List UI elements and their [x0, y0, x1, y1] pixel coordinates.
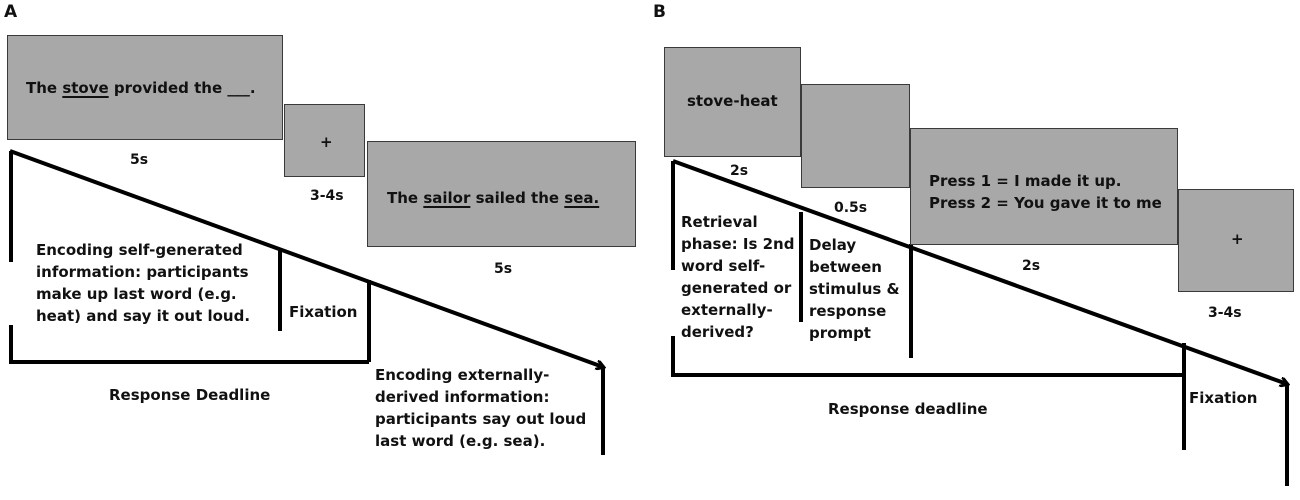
panel-a-box1-duration: 5s [130, 152, 149, 168]
panel-a-box3-duration: 5s [494, 261, 513, 277]
panel-b-box1-duration: 2s [730, 163, 749, 179]
panel-a-sentence-blank: ___ [227, 79, 250, 97]
panel-b-word-pair-box: stove-heat [664, 47, 801, 157]
panel-b-box2-duration: 0.5s [834, 200, 868, 216]
label-line: prompt [809, 324, 871, 342]
panel-b-prompt-box: Press 1 = I made it up. Press 2 = You ga… [910, 128, 1178, 245]
panel-a-complete-cue: sailor [423, 189, 471, 207]
prompt-line: Press 2 = You gave it to me [929, 194, 1162, 212]
panel-a-sentence-end: . [249, 79, 256, 97]
panel-a-encoding-self-label: Encoding self-generated information: par… [36, 239, 250, 327]
label-line: derived information: [375, 388, 550, 406]
panel-a-deadline-bracket [9, 325, 369, 364]
panel-b-delay-label: Delay between stimulus & response prompt [809, 234, 900, 344]
panel-a-complete-sentence-text: The sailor sailed the sea. [387, 189, 599, 207]
panel-b-box3-duration: 2s [1022, 258, 1041, 274]
panel-a-complete-target: sea. [564, 189, 600, 207]
panel-a-fixation-box: + [284, 104, 365, 177]
label-line: between [809, 258, 882, 276]
panel-a-sentence-cue: stove [62, 79, 109, 97]
panel-b-prompt-text: Press 1 = I made it up. Press 2 = You ga… [929, 170, 1162, 214]
label-line: stimulus & [809, 280, 900, 298]
label-line: derived? [681, 323, 754, 341]
panel-a-complete-middle: sailed the [470, 189, 565, 207]
panel-a-sentence-box: The stove provided the ___. [7, 35, 283, 140]
panel-a-letter: A [4, 2, 18, 22]
panel-b-response-deadline-label: Response deadline [828, 400, 988, 418]
label-line: Encoding self-generated [36, 241, 243, 259]
label-line: heat) and say it out loud. [36, 307, 251, 325]
label-line: externally- [681, 301, 773, 319]
panel-a-sentence-before: The [26, 79, 63, 97]
label-line: participants say out loud [375, 410, 587, 428]
label-line: last word (e.g. sea). [375, 432, 546, 450]
panel-b-deadline-bracket [671, 336, 1184, 377]
panel-b-lines [671, 159, 1287, 486]
label-line: information: participants [36, 263, 249, 281]
panel-a-complete-sentence-box: The sailor sailed the sea. [367, 141, 636, 247]
panel-a-lines [9, 149, 603, 455]
label-line: make up last word (e.g. [36, 285, 237, 303]
fixation-cross-icon: + [320, 133, 333, 151]
panel-b-blank-box [801, 84, 910, 188]
label-line: Encoding externally- [375, 366, 550, 384]
panel-b-fixation-label: Fixation [1189, 389, 1258, 407]
panel-a-box2-duration: 3-4s [310, 188, 344, 204]
panel-b-retrieval-label: Retrieval phase: Is 2nd word self- gener… [681, 211, 794, 343]
label-line: word self- [681, 257, 766, 275]
panel-a-sentence-text: The stove provided the ___. [26, 79, 256, 97]
label-line: phase: Is 2nd [681, 235, 795, 253]
panel-a-encoding-external-label: Encoding externally- derived information… [375, 364, 586, 452]
prompt-line: Press 1 = I made it up. [929, 172, 1122, 190]
fixation-cross-icon: + [1231, 230, 1244, 248]
label-line: response [809, 302, 887, 320]
panel-b-fixation-box: + [1178, 189, 1294, 292]
panel-b-box4-duration: 3-4s [1208, 305, 1242, 321]
panel-a-sentence-after: provided the [108, 79, 228, 97]
label-line: Retrieval [681, 213, 758, 231]
panel-b-letter: B [653, 2, 666, 22]
panel-a-fixation-label: Fixation [289, 303, 358, 321]
label-line: Delay [809, 236, 857, 254]
panel-b-word-pair-text: stove-heat [687, 92, 778, 110]
label-line: generated or [681, 279, 792, 297]
panel-a-complete-before: The [387, 189, 424, 207]
panel-a-timeline-diagonal [9, 149, 603, 367]
panel-a-response-deadline-label: Response Deadline [109, 386, 271, 404]
